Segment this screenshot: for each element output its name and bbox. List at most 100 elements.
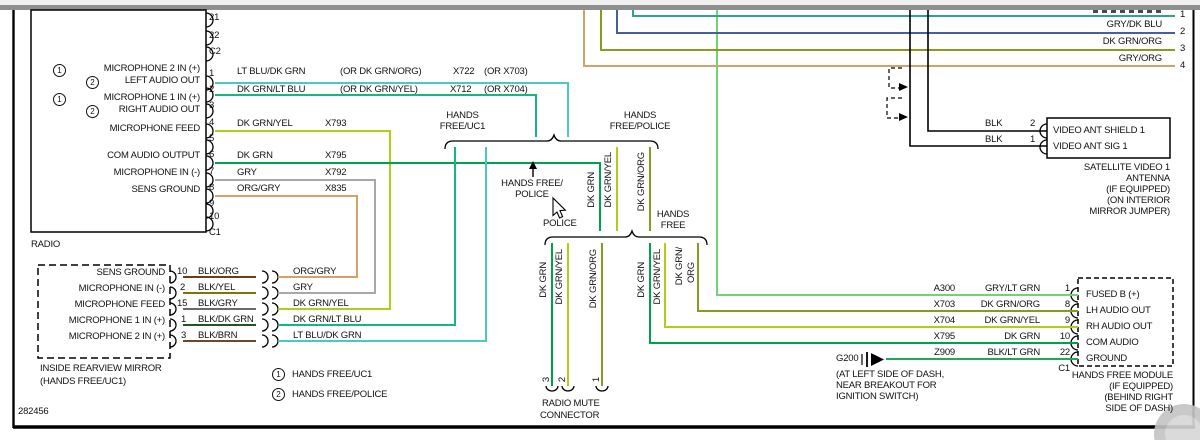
note-line2: POLICE xyxy=(515,189,549,200)
legend-item-1: HANDS FREE/UC1 xyxy=(292,369,373,380)
radio-title: RADIO xyxy=(31,239,61,250)
module-caption-2: (IF EQUIPPED) xyxy=(1109,381,1173,392)
module-wire-dkgrnorg: DK GRN/ORG xyxy=(980,299,1040,310)
mirror-wire2-ltbludkgrn: LT BLU/DK GRN xyxy=(293,330,362,341)
pointer-arrow xyxy=(529,161,537,177)
radio-label-mic-in: MICROPHONE IN (-) xyxy=(113,167,201,178)
module-code-x704: X704 xyxy=(933,315,956,326)
video-caption-3: (IF EQUIPPED) xyxy=(1106,184,1170,195)
radio-pin-21: 21 xyxy=(209,12,220,23)
ground-caption-2: NEAR BREAKOUT FOR xyxy=(836,380,937,391)
ground-symbol xyxy=(861,352,884,367)
radio-pin-2: 2 xyxy=(209,84,215,95)
wire-topright-2 xyxy=(616,10,1175,34)
wire2-code: X712 xyxy=(450,84,472,95)
wire-mic-in-gry xyxy=(215,179,376,294)
hands-free-police-note: HANDS FREE/ POLICE xyxy=(494,178,570,200)
wire7-color: GRY xyxy=(237,167,257,178)
wire1-alt-code: (OR X703) xyxy=(484,66,528,77)
wire-fused-b-gry-ltgrn xyxy=(716,10,1078,296)
wire2-alt: (OR DK GRN/YEL) xyxy=(340,84,418,95)
module-row-rh-audio: RH AUDIO OUT xyxy=(1086,321,1153,332)
module-code-x795: X795 xyxy=(933,331,956,342)
module-wire-blkltgrn: BLK/LT GRN xyxy=(987,347,1040,358)
ground-caption-3: IGNITION SWITCH) xyxy=(836,391,919,402)
topright-label-4: GRY/ORG xyxy=(1118,53,1162,64)
radio-label-mic2: MICROPHONE 2 IN (+) xyxy=(103,63,200,74)
mirror-label-mic2: MICROPHONE 2 IN (+) xyxy=(68,331,165,342)
vlabel-upper-dkgrn: DK GRN xyxy=(586,172,597,208)
topright-pin-4: 4 xyxy=(1180,60,1186,71)
video-caption: SATELLITE VIDEO 1 ANTENNA (IF EQUIPPED) … xyxy=(1020,162,1170,217)
brace-hands-free xyxy=(544,228,708,246)
mute-pin-1: 1 xyxy=(591,377,602,383)
mute-pin-3: 3 xyxy=(541,377,552,383)
topright-label-3: DK GRN/ORG xyxy=(1102,36,1162,47)
video-row-sig: VIDEO ANT SIG 1 xyxy=(1053,141,1128,152)
module-row-ground: GROUND xyxy=(1086,353,1128,364)
module-code-a300: A300 xyxy=(933,283,956,294)
mirror-wire1-blkgry: BLK/GRY xyxy=(198,298,238,309)
radio-box xyxy=(30,9,207,233)
wires xyxy=(183,10,1175,386)
wire-module-dkgrn-yel xyxy=(664,243,1078,328)
wire1-code: X722 xyxy=(453,66,475,77)
circled-1-icon: 1 xyxy=(53,64,66,77)
radio-label-mic1: MICROPHONE 1 IN (+) xyxy=(103,92,200,103)
mute-caption-1: RADIO MUTE xyxy=(542,398,600,409)
module-pin-8: 8 xyxy=(1064,299,1070,310)
mirror-pin-10: 10 xyxy=(177,266,188,277)
radio-pin-22: 22 xyxy=(209,30,220,41)
radio-pin-6: 6 xyxy=(209,149,215,160)
brace1-left-line2: FREE/UC1 xyxy=(439,121,486,132)
wire-topright-1 xyxy=(632,10,1175,17)
mirror-pin-2: 2 xyxy=(180,282,186,293)
shield-symbol xyxy=(886,67,908,121)
mirror-wire1-blkdkgrn: BLK/DK GRN xyxy=(198,314,254,325)
mute-caption-2: CONNECTOR xyxy=(540,410,600,421)
wire-topright-4 xyxy=(583,10,1175,67)
radio-pin-1: 1 xyxy=(209,68,215,79)
video-caption-4: (ON INTERIOR xyxy=(1106,195,1170,206)
mirror-pin-1: 1 xyxy=(181,314,187,325)
police-label: POLICE xyxy=(543,218,577,229)
vlabel-upper-dkgrnyel: DK GRN/YEL xyxy=(603,152,614,208)
mirror-label-mic-in: MICROPHONE IN (-) xyxy=(78,283,166,294)
wire-video-sig xyxy=(909,10,1047,147)
mirror-pin-15: 15 xyxy=(177,298,188,309)
mirror-wire2-orggry: ORG/GRY xyxy=(293,266,337,277)
wire6-code: X795 xyxy=(325,150,347,161)
radio-pin-9: 9 xyxy=(209,198,215,209)
mirror-wire2-gry: GRY xyxy=(293,282,313,293)
page-borders xyxy=(0,0,1200,429)
legend-item-2: HANDS FREE/POLICE xyxy=(292,389,388,400)
module-wire-gryltgrn: GRY/LT GRN xyxy=(984,283,1040,294)
radio-connector-bumps xyxy=(205,12,214,232)
module-row-lh-audio: LH AUDIO OUT xyxy=(1086,305,1151,316)
mirror-wire1-blkorg: BLK/ORG xyxy=(198,266,239,277)
radio-pin-3: 3 xyxy=(209,100,215,111)
brace1-right-label: HANDS FREE/POLICE xyxy=(595,110,685,132)
wire-mirror-mic2 xyxy=(278,147,487,342)
module-pin-1: 1 xyxy=(1064,283,1070,294)
wire-module-dkgrn xyxy=(649,243,1078,344)
clipped-wire-label xyxy=(1093,10,1163,13)
brace1-right-line1: HANDS xyxy=(623,110,657,121)
wire-topright-3 xyxy=(600,10,1175,51)
wire1-color: LT BLU/DK GRN xyxy=(237,66,306,77)
wire4-color: DK GRN/YEL xyxy=(237,118,293,129)
mouse-cursor-icon xyxy=(552,196,567,219)
module-connector-bumps xyxy=(1039,123,1079,367)
mirror-label-sens-ground: SENS GROUND xyxy=(96,267,165,278)
circled-2-icon: 2 xyxy=(86,105,99,118)
watermark-circle xyxy=(1154,404,1200,440)
mirror-box xyxy=(37,264,171,359)
vlabel-mute-dkgrnorg: DK GRN/ORG xyxy=(588,249,599,309)
vlabel-module-dkgrnorg2: ORG xyxy=(686,262,697,284)
wire-module-dkgrn-org xyxy=(697,243,1078,312)
video-caption-1: SATELLITE VIDEO 1 xyxy=(1083,162,1170,173)
module-pin-9: 9 xyxy=(1064,315,1070,326)
brace1-left-label: HANDS FREE/UC1 xyxy=(420,110,505,132)
